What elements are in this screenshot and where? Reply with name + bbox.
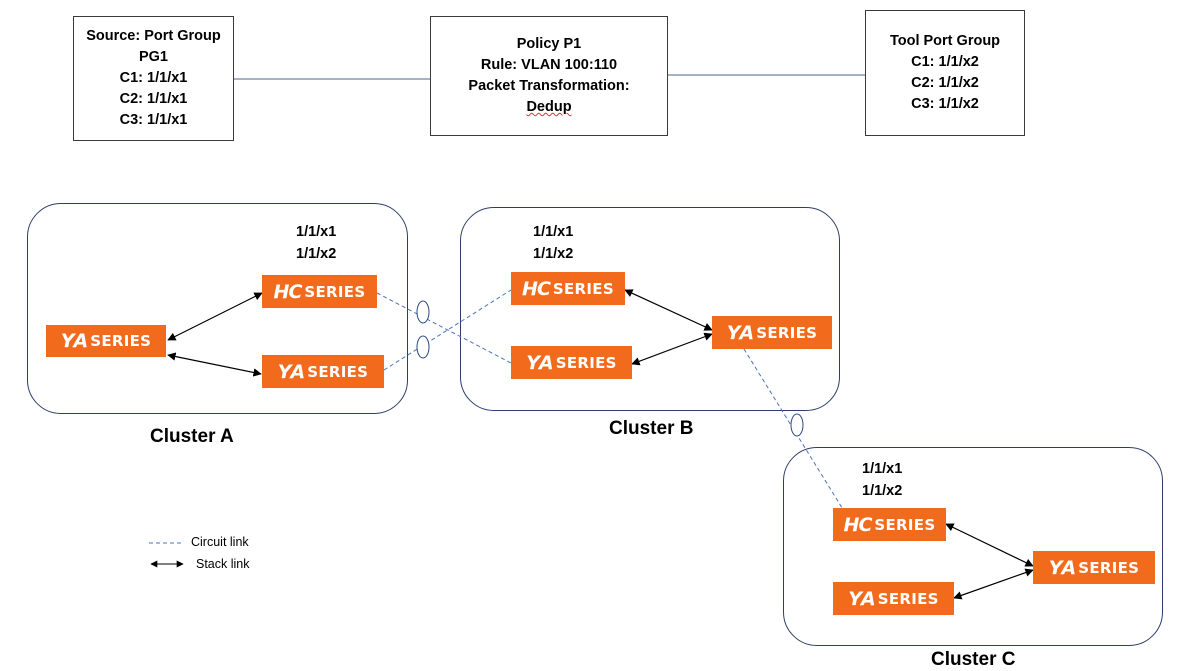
source-port-group-box: Source: Port Group PG1 C1: 1/1/x1 C2: 1/… <box>73 16 234 141</box>
circuit-ellipse-2 <box>416 335 430 359</box>
cluster-b-outline <box>460 207 840 411</box>
stack-link-a-1 <box>167 292 263 341</box>
policy-line-2: Rule: VLAN 100:110 <box>480 57 618 73</box>
ta-logo-icon: ΥΑ <box>726 321 754 344</box>
tool-line-1: Tool Port Group <box>889 33 1001 49</box>
cluster-c-hc-device[interactable]: ΗC SERIES <box>833 508 946 541</box>
tool-line-2: C1: 1/1/x2 <box>911 54 979 70</box>
stack-link-b-2 <box>631 332 713 366</box>
policy-line-3: Packet Transformation: <box>468 78 630 94</box>
cluster-a-hc-device[interactable]: ΗC SERIES <box>262 275 377 308</box>
cluster-b-label: Cluster B <box>609 418 694 439</box>
ta-logo-icon: ΥΑ <box>848 587 875 610</box>
stack-link-c-1 <box>945 523 1034 567</box>
circuit-link-a-hc-to-b-ta <box>376 292 512 364</box>
cluster-a-label: Cluster A <box>150 426 234 447</box>
cluster-a-ports: 1/1/x1 1/1/x2 <box>296 224 337 262</box>
cluster-a-ta-device-main[interactable]: ΥΑ SERIES <box>46 325 166 357</box>
cluster-c-outline <box>783 447 1163 646</box>
cluster-c-label: Cluster C <box>931 649 1016 670</box>
policy-line-1: Policy P1 <box>516 36 582 52</box>
policy-box: Policy P1 Rule: VLAN 100:110 Packet Tran… <box>430 16 668 136</box>
cluster-c-ta-device-main[interactable]: ΥΑ SERIES <box>1033 551 1155 584</box>
source-line-5: C3: 1/1/x1 <box>119 112 188 128</box>
legend-circuit-label: Circuit link <box>191 535 249 549</box>
tool-port-group-box: Tool Port Group C1: 1/1/x2 C2: 1/1/x2 C3… <box>865 10 1025 136</box>
ta-logo-icon: ΥΑ <box>526 351 553 374</box>
cluster-a-ta-device-secondary[interactable]: ΥΑ SERIES <box>262 355 384 388</box>
source-line-2: PG1 <box>138 49 168 65</box>
circuit-link-b-ta-to-c-hc <box>743 348 845 512</box>
cluster-b-hc-device[interactable]: ΗC SERIES <box>511 272 625 305</box>
cluster-a-outline <box>27 203 408 414</box>
cluster-c-ta-device-secondary[interactable]: ΥΑ SERIES <box>833 582 954 615</box>
stack-link-b-1 <box>624 289 713 331</box>
ta-logo-icon: ΥΑ <box>60 330 88 352</box>
legend-stack-label: Stack link <box>196 557 250 571</box>
cluster-b-ta-device-secondary[interactable]: ΥΑ SERIES <box>511 346 632 379</box>
policy-line-4: Dedup <box>526 99 572 115</box>
source-line-1: Source: Port Group <box>86 28 221 44</box>
hc-logo-icon: ΗC <box>843 513 873 536</box>
stack-link-c-2 <box>953 568 1034 600</box>
circuit-ellipse-1 <box>416 300 430 324</box>
cluster-b-ports: 1/1/x1 1/1/x2 <box>533 224 574 262</box>
stack-link-a-2 <box>167 352 262 377</box>
tool-line-3: C2: 1/1/x2 <box>911 75 979 91</box>
tool-line-4: C3: 1/1/x2 <box>911 96 979 112</box>
ta-logo-icon: ΥΑ <box>1048 556 1076 579</box>
circuit-ellipse-3 <box>790 413 804 437</box>
hc-logo-icon: ΗC <box>522 277 551 300</box>
hc-logo-icon: ΗC <box>273 280 303 303</box>
cluster-c-ports: 1/1/x1 1/1/x2 <box>862 461 903 499</box>
source-line-4: C2: 1/1/x1 <box>119 91 188 107</box>
source-line-3: C1: 1/1/x1 <box>119 70 188 86</box>
ta-logo-icon: ΥΑ <box>277 360 305 383</box>
cluster-b-ta-device-main[interactable]: ΥΑ SERIES <box>712 316 832 349</box>
